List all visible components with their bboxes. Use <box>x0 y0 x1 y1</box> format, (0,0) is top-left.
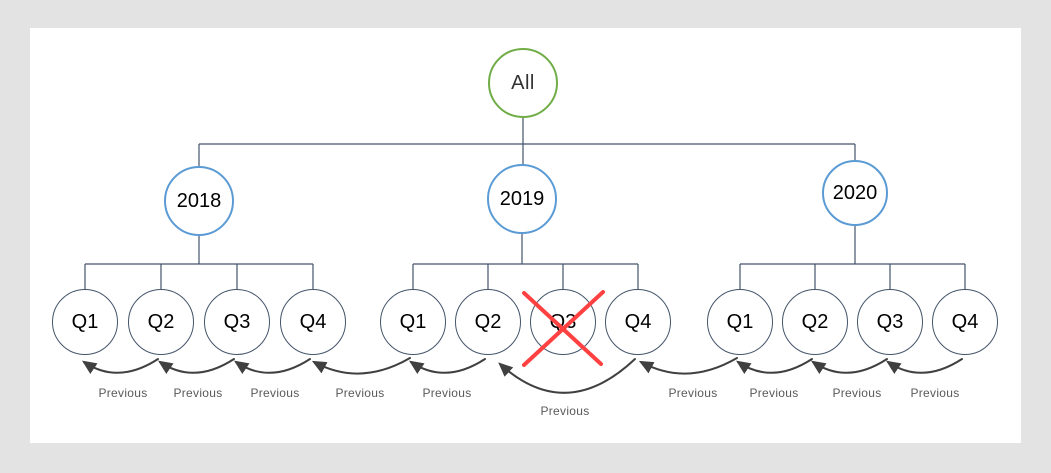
node-2020-q3-label: Q3 <box>876 310 904 333</box>
node-2018-label: 2018 <box>176 189 222 212</box>
node-2018-q3: Q3 <box>204 289 270 355</box>
arrow-2019q4-to-2019q2-skip <box>498 358 636 394</box>
connector-2020-to-quarters <box>739 226 966 290</box>
node-2019-q2: Q2 <box>455 289 521 355</box>
node-2020-q1-label: Q1 <box>726 310 754 333</box>
previous-label: Previous <box>250 386 300 400</box>
node-2018-q1-label: Q1 <box>71 310 99 333</box>
node-2019-q4: Q4 <box>605 289 671 355</box>
node-2019-q3-crossed-out: Q3 <box>530 289 596 355</box>
node-all-label: All <box>511 71 535 94</box>
node-2019-label: 2019 <box>499 187 545 210</box>
crossout-x-2019-q3 <box>522 290 605 367</box>
node-2019-q1: Q1 <box>380 289 446 355</box>
previous-label: Previous <box>173 386 223 400</box>
node-2019-q3-label: Q3 <box>549 310 577 333</box>
previous-label: Previous <box>668 386 718 400</box>
node-2020-q3: Q3 <box>857 289 923 355</box>
node-2019: 2019 <box>487 164 557 234</box>
node-all: All <box>488 48 558 118</box>
node-2019-q2-label: Q2 <box>474 310 502 333</box>
node-2018-q1: Q1 <box>52 289 118 355</box>
node-2018: 2018 <box>164 166 234 236</box>
previous-label: Previous <box>749 386 799 400</box>
connector-2019-to-quarters <box>412 234 639 290</box>
arrow-2019q1-to-2018q4 <box>311 357 411 375</box>
node-2019-q1-label: Q1 <box>399 310 427 333</box>
connector-root-to-years <box>198 118 856 167</box>
arrow-2018q2-to-2018q1 <box>82 358 159 375</box>
node-2020-q4-label: Q4 <box>951 310 979 333</box>
previous-label: Previous <box>98 386 148 400</box>
previous-label-skip: Previous <box>540 404 590 418</box>
node-2018-q2-label: Q2 <box>147 310 175 333</box>
previous-label: Previous <box>422 386 472 400</box>
previous-label: Previous <box>335 386 385 400</box>
connector-2018-to-quarters <box>84 236 314 290</box>
node-2018-q4-label: Q4 <box>299 310 327 333</box>
previous-label: Previous <box>910 386 960 400</box>
arrow-2018q3-to-2018q2 <box>158 358 235 375</box>
arrow-2020q3-to-2020q2 <box>811 358 888 375</box>
arrow-2018q4-to-2018q3 <box>234 358 311 375</box>
node-2020-label: 2020 <box>832 181 878 204</box>
arrow-2020q1-to-2019q4 <box>638 357 738 375</box>
node-2018-q2: Q2 <box>128 289 194 355</box>
node-2019-q4-label: Q4 <box>624 310 652 333</box>
arrow-2020q4-to-2020q3 <box>886 358 963 375</box>
node-2018-q4: Q4 <box>280 289 346 355</box>
arrow-2019q2-to-2019q1 <box>409 358 486 375</box>
node-2020: 2020 <box>822 160 888 226</box>
arrow-2020q2-to-2020q1 <box>736 358 813 375</box>
node-2018-q3-label: Q3 <box>223 310 251 333</box>
previous-label: Previous <box>832 386 882 400</box>
node-2020-q1: Q1 <box>707 289 773 355</box>
node-2020-q2-label: Q2 <box>801 310 829 333</box>
node-2020-q2: Q2 <box>782 289 848 355</box>
node-2020-q4: Q4 <box>932 289 998 355</box>
